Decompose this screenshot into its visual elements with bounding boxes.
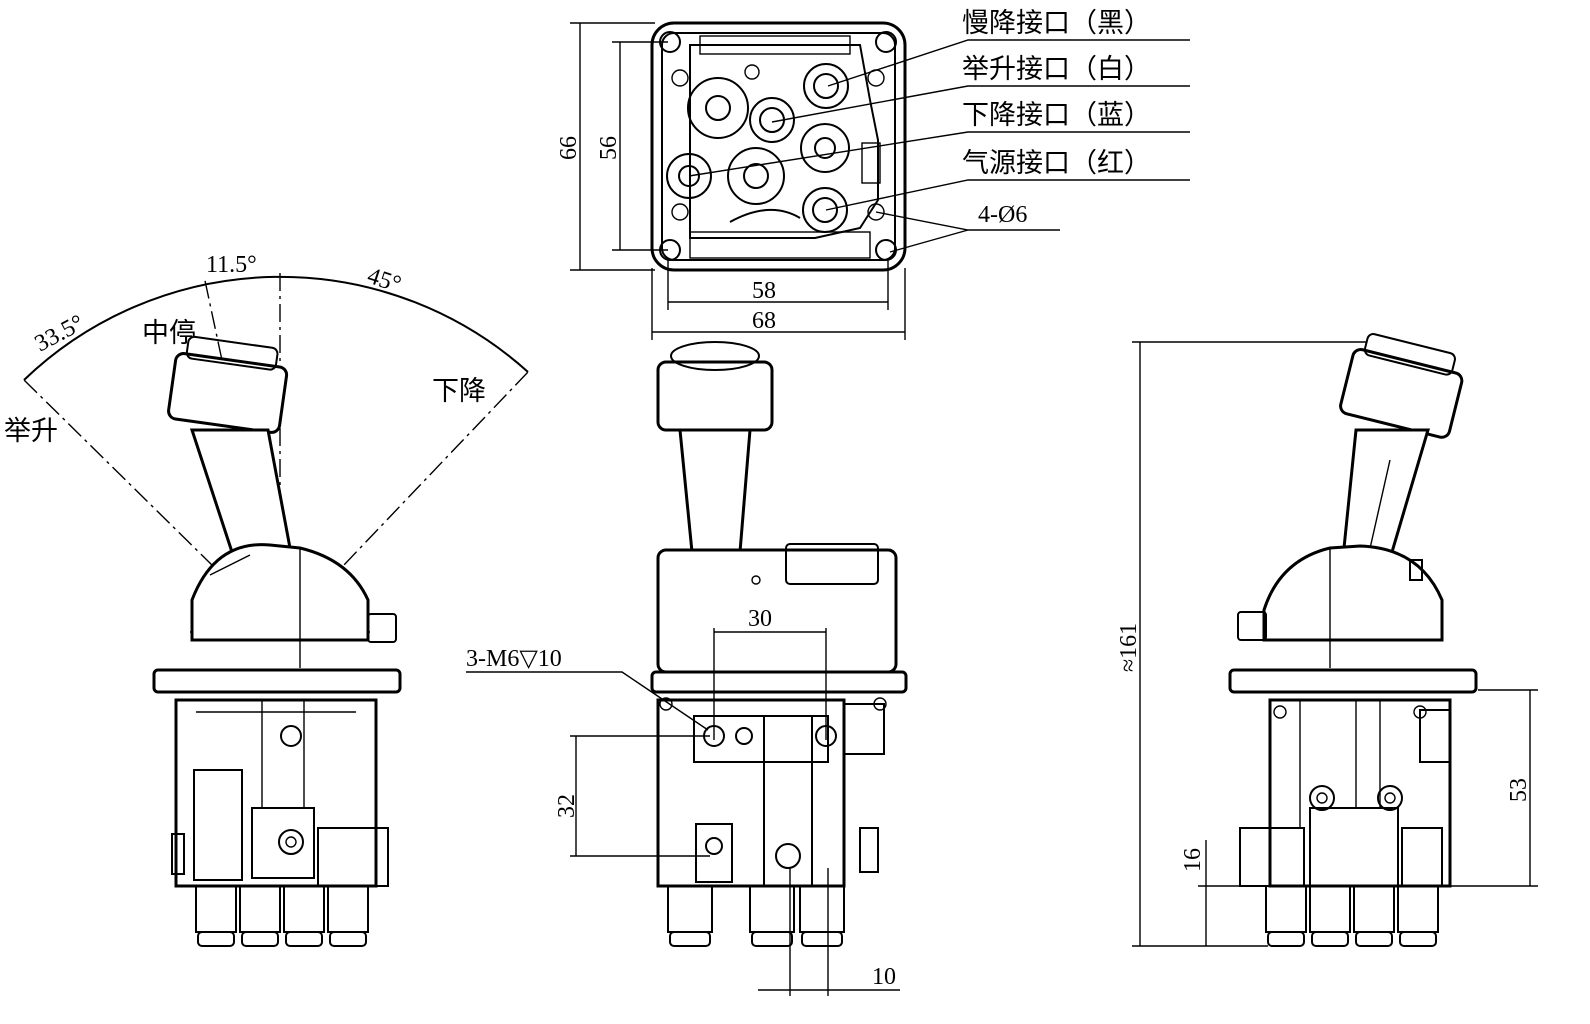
dim-66: 66 xyxy=(556,136,582,160)
label-lower: 下降 xyxy=(432,376,486,407)
dim-30: 30 xyxy=(748,606,772,632)
dim-32: 32 xyxy=(554,794,580,818)
dim-161: ≈161 xyxy=(1116,623,1142,672)
port-air-icon xyxy=(802,187,848,233)
dim-68: 68 xyxy=(752,308,776,334)
left-side-view: 11.5° 33.5° 45° 中停 举升 下降 xyxy=(4,252,529,947)
label-neutral: 中停 xyxy=(142,318,196,349)
fittings-front xyxy=(667,885,845,947)
dim-10: 10 xyxy=(872,964,896,990)
dim-53: 53 xyxy=(1506,778,1532,802)
right-side-view: ≈161 16 53 xyxy=(1116,333,1538,947)
fittings-right xyxy=(1265,885,1439,947)
dim-58: 58 xyxy=(752,278,776,304)
label-mount-holes: 4-Ø6 xyxy=(978,202,1027,228)
port-lower-icon xyxy=(800,123,850,173)
label-lift-port: 举升接口（白） xyxy=(962,54,1151,85)
label-lower-port: 下降接口（蓝） xyxy=(962,100,1151,131)
fittings-left xyxy=(195,885,369,947)
angle-lower: 45° xyxy=(364,263,404,298)
top-view: 慢降接口（黑） 举升接口（白） 下降接口（蓝） 气源接口（红） 4-Ø6 66 … xyxy=(556,8,1190,340)
angle-neutral-offset: 11.5° xyxy=(206,252,257,278)
label-slow-descent-port: 慢降接口（黑） xyxy=(962,8,1151,39)
label-lift: 举升 xyxy=(4,416,58,447)
dim-16: 16 xyxy=(1180,848,1206,872)
dim-56: 56 xyxy=(596,136,622,160)
port-slow-descent-icon xyxy=(803,63,849,109)
label-thread: 3-M6▽10 xyxy=(466,646,562,672)
port-lift-icon xyxy=(749,97,795,143)
label-air-port: 气源接口（红） xyxy=(962,148,1151,179)
front-view: 30 3-M6▽10 32 10 xyxy=(466,341,908,996)
